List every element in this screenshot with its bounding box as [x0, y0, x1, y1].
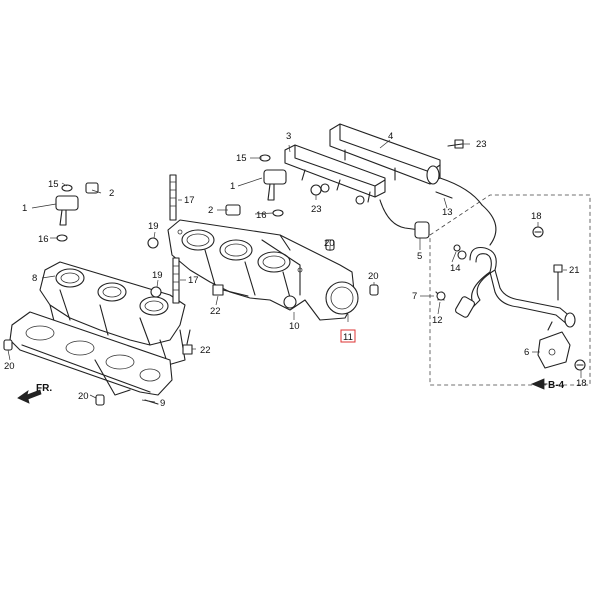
callout-17: 17 [184, 195, 195, 206]
callout-9: 9 [160, 398, 165, 409]
callout-14: 14 [450, 263, 461, 274]
fuel-injector-center [225, 154, 287, 217]
callout-18: 18 [576, 378, 587, 389]
callout-22: 22 [210, 306, 221, 317]
fasteners-right [310, 139, 586, 371]
callout-11: 11 [343, 332, 353, 343]
intake-gasket-plate [9, 311, 173, 396]
callout-1: 1 [22, 203, 27, 214]
callout-5: 5 [417, 251, 422, 262]
callout-15: 15 [236, 153, 247, 164]
front-label: FR. [36, 383, 52, 394]
front-direction-arrow: FR. [17, 383, 52, 404]
callout-13: 13 [442, 207, 453, 218]
callout-20: 20 [78, 391, 89, 402]
callout-4: 4 [388, 131, 393, 142]
callout-23: 23 [311, 204, 322, 215]
fuel-injector-left [55, 182, 99, 242]
studs [169, 174, 180, 304]
fuel-feed-pipe [454, 204, 576, 328]
section-reference-label: B-4 [548, 380, 565, 391]
callout-labels: 1 1 2 2 3 4 5 6 7 8 9 10 11 12 13 14 15 … [4, 131, 587, 409]
callout-20: 20 [368, 271, 379, 282]
callout-23: 23 [476, 139, 487, 150]
leader-lines [7, 139, 582, 403]
callout-22: 22 [200, 345, 211, 356]
callout-3: 3 [286, 131, 291, 142]
callout-7: 7 [412, 291, 417, 302]
callout-19: 19 [148, 221, 159, 232]
callout-21: 21 [569, 265, 580, 276]
callout-15: 15 [48, 179, 59, 190]
callout-2: 2 [208, 205, 213, 216]
fuel-rail [284, 123, 483, 239]
section-reference: B-4 [530, 378, 565, 391]
lower-intake-manifold [167, 219, 359, 321]
callout-1: 1 [230, 181, 235, 192]
callout-11-highlight [340, 329, 356, 343]
fuel-pipe-assembly-boundary [429, 194, 591, 386]
callout-6: 6 [524, 347, 529, 358]
callout-16: 16 [38, 234, 49, 245]
callout-2: 2 [109, 188, 114, 199]
pipe-bracket [537, 321, 571, 369]
callout-8: 8 [32, 273, 37, 284]
callout-12: 12 [432, 315, 443, 326]
callout-19: 19 [152, 270, 163, 281]
callout-17: 17 [188, 275, 199, 286]
callout-16: 16 [256, 210, 267, 221]
callout-20: 20 [324, 238, 335, 249]
callout-10: 10 [289, 321, 300, 332]
bolts-22 [182, 284, 249, 355]
callout-20: 20 [4, 361, 15, 372]
callout-18: 18 [531, 211, 542, 222]
